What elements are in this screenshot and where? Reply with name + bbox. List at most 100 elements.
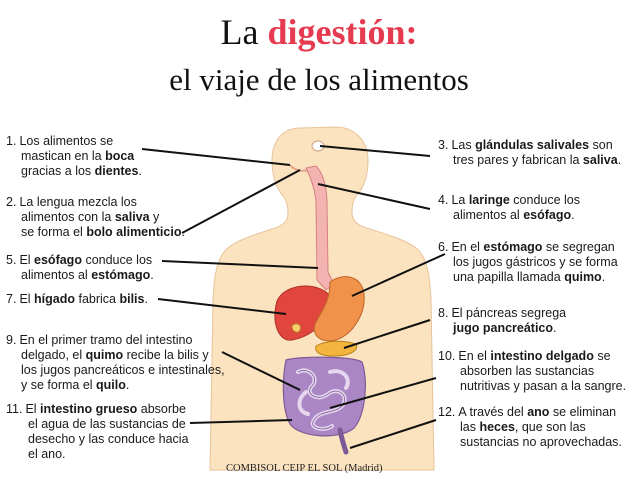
label-12-line-2: las bbox=[460, 420, 480, 434]
label-3: 3.Las glándulas salivales son tres pares… bbox=[438, 138, 621, 168]
label-6-number: 6. bbox=[438, 240, 449, 254]
label-9: 9.En el primer tramo del intestino delga… bbox=[6, 333, 225, 393]
leader-line-3 bbox=[319, 145, 431, 157]
leader-line-2 bbox=[181, 169, 301, 234]
leader-line-4 bbox=[317, 183, 431, 210]
label-6-line-1: En el bbox=[451, 240, 484, 254]
leader-line-11 bbox=[189, 419, 293, 424]
label-11-line-3: desecho y las conduce hacia bbox=[28, 432, 189, 446]
pancreas bbox=[315, 340, 358, 357]
label-1-bold-boca: boca bbox=[105, 149, 135, 163]
label-12: 12.A través del ano se eliminan las hece… bbox=[438, 405, 622, 450]
label-11-line-1-end: absorbe bbox=[137, 402, 186, 416]
label-3-bold-saliva: saliva bbox=[582, 153, 618, 167]
label-3-line-1-end: son bbox=[589, 138, 613, 152]
label-5-line-1: El bbox=[19, 253, 35, 267]
label-9-line-4: y se forma el bbox=[21, 378, 97, 392]
label-8: 8.El páncreas segrega jugo pancreático. bbox=[438, 306, 566, 336]
label-8-line-1: El páncreas segrega bbox=[451, 306, 567, 320]
label-4: 4.La laringe conduce los alimentos al es… bbox=[438, 193, 580, 223]
label-10-bold-intestino-delgado: intestino delgado bbox=[490, 349, 594, 363]
label-11-number: 11. bbox=[6, 402, 23, 416]
stomach bbox=[313, 276, 365, 342]
label-9-line-2-end: recibe la bilis y bbox=[123, 348, 209, 362]
label-12-bold-heces: heces bbox=[479, 420, 515, 434]
leader-line-8 bbox=[343, 319, 431, 349]
label-6-bold-quimo: quimo bbox=[564, 270, 602, 284]
label-10-line-1-end: se bbox=[593, 349, 611, 363]
label-11-line-2: el agua de las sustancias de bbox=[28, 417, 186, 431]
label-7-line-1: El bbox=[19, 292, 35, 306]
label-5-line-2: alimentos al bbox=[21, 268, 92, 282]
label-1-line-3: gracias a los bbox=[21, 164, 95, 178]
leader-line-10 bbox=[329, 377, 437, 409]
label-4-line-2: alimentos al bbox=[453, 208, 524, 222]
label-12-bold-ano: ano bbox=[527, 405, 550, 419]
leader-line-6 bbox=[351, 253, 446, 297]
label-11-line-1: El bbox=[25, 402, 41, 416]
label-10-line-3: nutritivas y pasan a la sangre. bbox=[460, 379, 627, 393]
label-6-end: . bbox=[601, 270, 606, 284]
label-1-bold-dientes: dientes bbox=[94, 164, 139, 178]
label-2-number: 2. bbox=[6, 195, 17, 209]
label-1-line-2: mastican en la bbox=[21, 149, 106, 163]
label-9-line-3: los jugos pancreáticos e intestinales, bbox=[21, 363, 225, 377]
label-5-number: 5. bbox=[6, 253, 17, 267]
label-2: 2.La lengua mezcla los alimentos con la … bbox=[6, 195, 185, 240]
label-10-line-1: En el bbox=[458, 349, 491, 363]
title-prefix: La bbox=[220, 12, 268, 52]
label-2-line-3: se forma el bbox=[21, 225, 87, 239]
label-1-line-1: Los alimentos se bbox=[19, 134, 114, 148]
label-4-bold-laringe: laringe bbox=[468, 193, 510, 207]
label-7: 7.El hígado fabrica bilis. bbox=[6, 292, 148, 307]
gallbladder bbox=[291, 323, 301, 333]
label-11-line-4: el ano. bbox=[28, 447, 66, 461]
label-6-line-1-end: se segregan bbox=[542, 240, 615, 254]
label-7-end: . bbox=[144, 292, 148, 306]
label-4-bold-esofago: esófago bbox=[523, 208, 572, 222]
label-9-number: 9. bbox=[6, 333, 17, 347]
label-1-end: . bbox=[138, 164, 142, 178]
label-3-line-2: tres pares y fabrican la bbox=[453, 153, 583, 167]
label-6-line-3: una papilla llamada bbox=[453, 270, 565, 284]
label-9-bold-quilo: quilo bbox=[96, 378, 126, 392]
label-5-bold-esofago: esófago bbox=[34, 253, 82, 267]
label-8-bold-jugo: jugo pancreático bbox=[453, 321, 554, 335]
label-6-bold-estomago: estómago bbox=[483, 240, 543, 254]
label-12-line-3: sustancias no aprovechadas. bbox=[460, 435, 622, 449]
label-9-end: . bbox=[125, 378, 130, 392]
label-3-line-1: Las bbox=[451, 138, 476, 152]
label-10-number: 10. bbox=[438, 349, 456, 363]
footer-credit: COMBISOL CEIP EL SOL (Madrid) bbox=[226, 463, 383, 474]
small-intestine-outline bbox=[297, 370, 345, 430]
leader-line-12 bbox=[349, 419, 437, 449]
label-5-end: . bbox=[150, 268, 154, 282]
rectum bbox=[337, 427, 349, 455]
label-8-number: 8. bbox=[438, 306, 449, 320]
label-12-line-1: A través del bbox=[458, 405, 528, 419]
label-4-line-1: La bbox=[451, 193, 469, 207]
label-5-line-1-end: conduce los bbox=[81, 253, 153, 267]
label-7-bold-bilis: bilis bbox=[119, 292, 145, 306]
label-2-end: . bbox=[181, 225, 185, 239]
label-7-bold-higado: hígado bbox=[34, 292, 75, 306]
label-9-bold-quimo: quimo bbox=[85, 348, 124, 362]
leader-line-5 bbox=[161, 260, 319, 269]
label-2-bold-saliva: saliva bbox=[114, 210, 150, 224]
label-3-end: . bbox=[617, 153, 622, 167]
label-1-number: 1. bbox=[6, 134, 17, 148]
page-title: La digestión: bbox=[0, 12, 638, 52]
label-6: 6.En el estómago se segregan los jugos g… bbox=[438, 240, 618, 285]
label-4-number: 4. bbox=[438, 193, 449, 207]
label-5: 5.El esófago conduce los alimentos al es… bbox=[6, 253, 154, 283]
label-1: 1.Los alimentos se mastican en la boca g… bbox=[6, 134, 142, 179]
label-5-bold-estomago: estómago bbox=[91, 268, 151, 282]
label-12-line-1-end: se eliminan bbox=[549, 405, 617, 419]
label-2-bold-bolo: bolo alimenticio bbox=[86, 225, 182, 239]
label-2-line-2-end: y bbox=[149, 210, 160, 224]
label-12-line-2-end: , que son las bbox=[514, 420, 586, 434]
leader-line-7 bbox=[157, 298, 287, 315]
label-3-number: 3. bbox=[438, 138, 449, 152]
label-2-line-2: alimentos con la bbox=[21, 210, 115, 224]
label-9-line-1: En el primer tramo del intestino bbox=[19, 333, 193, 347]
